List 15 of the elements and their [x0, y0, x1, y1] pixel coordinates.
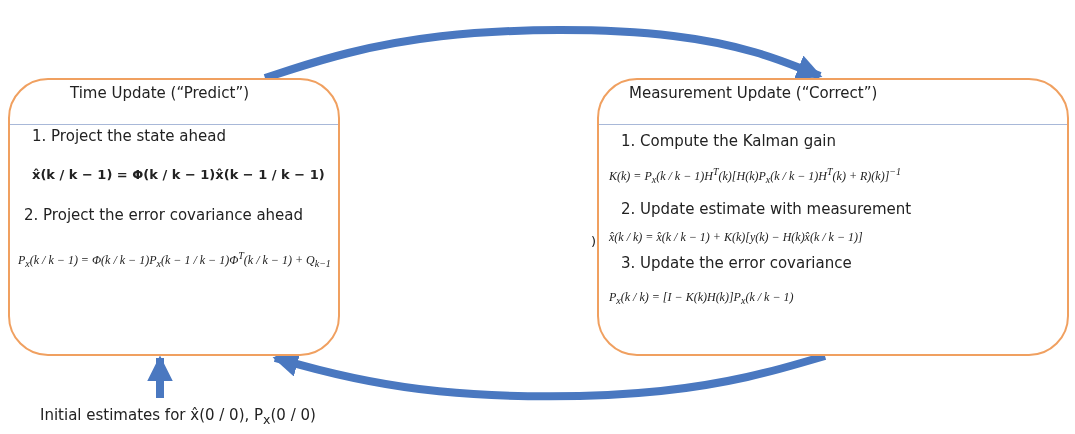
formula: x̂(k / k − 1) = Φ(k / k − 1)x̂(k − 1 / k − 1) — [32, 167, 325, 182]
rounded-box — [597, 78, 1069, 356]
box-heading: Measurement Update (“Correct”) — [629, 84, 878, 102]
formula: P$_{x}$(k / k) = [I − K(k)H(k)]P$_{x}$(k / k − 1) — [609, 290, 794, 307]
formula: P$_{x}$(k / k − 1) = Φ(k / k − 1)P$_{x}$(k − 1 / k − 1)Φ$^{T}$(k / k − 1) + Q$_{k−1}$ — [18, 250, 331, 270]
step-text: 1. Compute the Kalman gain — [621, 132, 837, 150]
step-text: 2. Update estimate with measurement — [621, 200, 912, 218]
step-text: 2. Project the error covariance ahead — [24, 206, 304, 224]
rounded-box — [8, 78, 340, 356]
step-text: 3. Update the error covariance — [621, 254, 852, 272]
step-text: 1. Project the state ahead — [32, 127, 226, 145]
formula: x̂(k / k) = x̂(k / k − 1) + K(k)[y(k) − H(k)x̂(k / k − 1)] — [609, 230, 863, 245]
formula: K(k) = P$_{x}$(k / k − 1)H$^{T}$(k)[H(k)P$_{x}$(k / k − 1)H$^{T}$(k) + R)(k)]$^{−1}$ — [609, 166, 902, 186]
step-text: Initial estimates for x̂(0 / 0), P$_{x}$(0 / 0) — [40, 406, 316, 427]
box-heading: Time Update (“Predict”) — [70, 84, 250, 102]
